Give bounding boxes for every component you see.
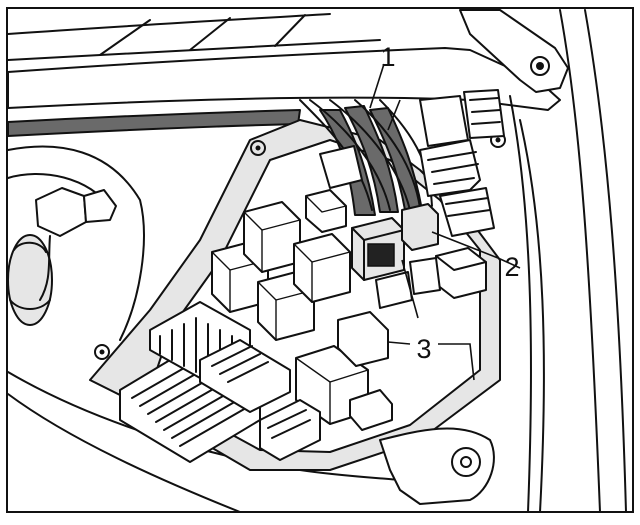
relay-modules: [211, 189, 389, 425]
connector-1: [351, 203, 439, 281]
fuse-rows: [119, 301, 393, 463]
left-reservoir: [7, 145, 145, 360]
mount-bracket: [379, 427, 495, 505]
wiring-harness: [299, 89, 505, 237]
callout-label-2: 2: [504, 252, 519, 282]
relay-bracket-2: [375, 247, 487, 309]
callout-label-1: 1: [380, 42, 395, 72]
callout-leaders: [369, 63, 521, 381]
callout-label-3: 3: [416, 334, 431, 364]
background-structure: [7, 9, 627, 513]
